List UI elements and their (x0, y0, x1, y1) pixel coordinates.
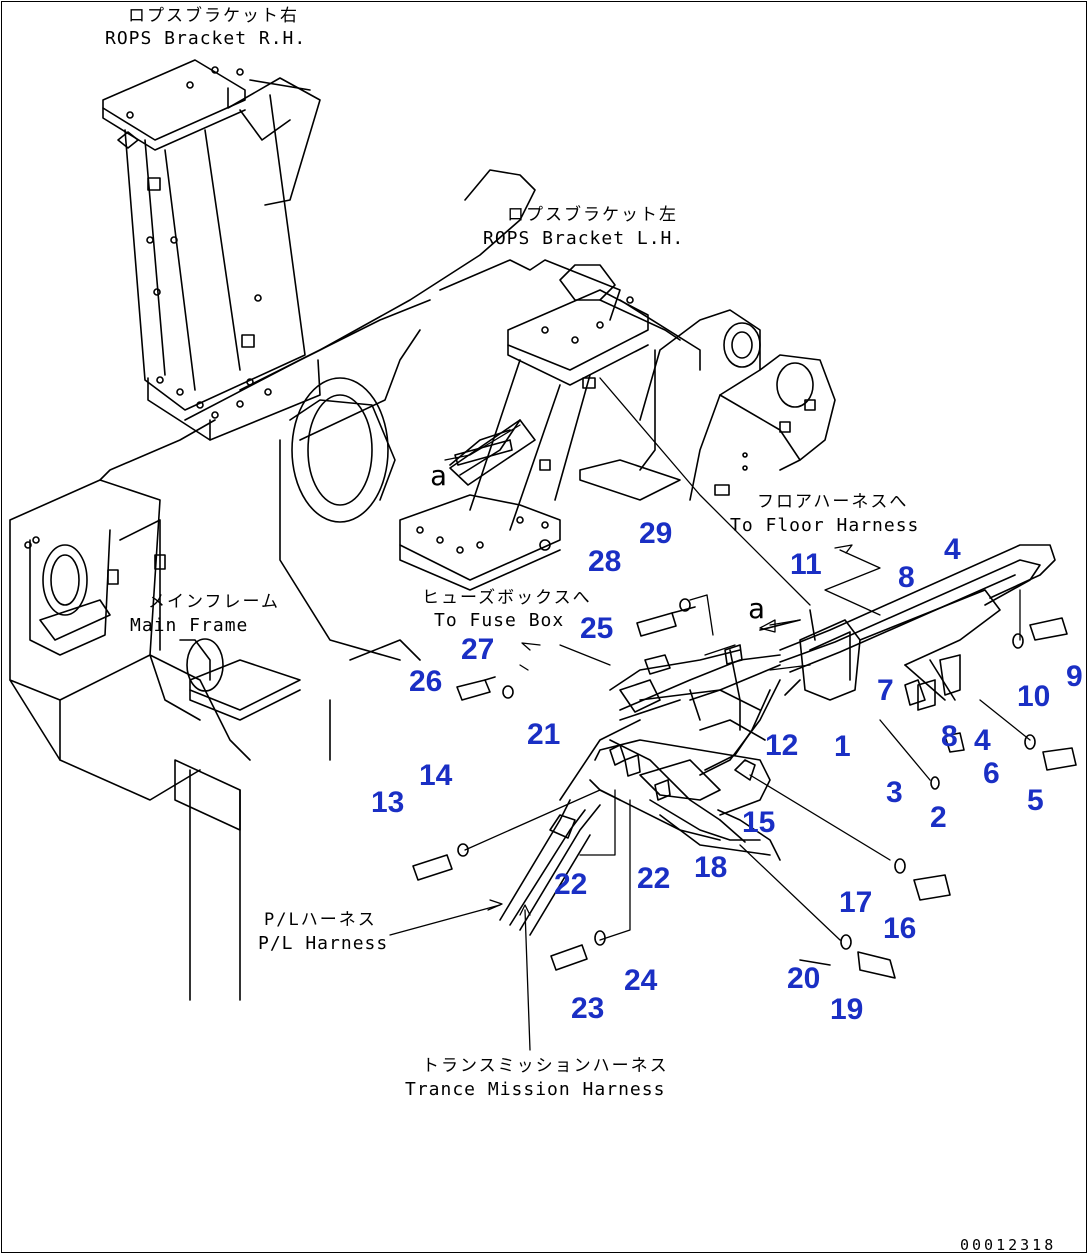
part-callout: 17 (839, 886, 873, 919)
part-callout: 8 (941, 720, 958, 753)
reference-a-label: a (748, 592, 765, 625)
fuse-box-label: To Fuse Box (434, 610, 565, 631)
part-callout: 22 (554, 868, 588, 901)
part-callout: 25 (580, 612, 614, 645)
drawing-code: 00012318 (960, 1236, 1057, 1254)
part-callout: 9 (1066, 660, 1083, 693)
floor-harness-jp-label: フロアハーネスへ (757, 492, 909, 512)
part-callout: 11 (790, 548, 822, 581)
part-callout: 8 (898, 561, 915, 594)
rops-bracket-rh-label: ROPS Bracket R.H. (105, 28, 307, 49)
reference-a-label: a (430, 459, 447, 492)
rops-bracket-lh-jp-label: ロプスブラケット左 (507, 205, 678, 225)
part-callout: 6 (983, 757, 1000, 790)
part-callout: 27 (461, 633, 495, 666)
rops-bracket-lh-label: ROPS Bracket L.H. (483, 228, 685, 249)
main-frame-label: Main Frame (130, 615, 249, 636)
leader-lines (389, 377, 1031, 1051)
floor-harness-label: To Floor Harness (730, 515, 920, 536)
part-callout: 22 (637, 862, 671, 895)
pl-harness-jp-label: P/Lハーネス (264, 910, 377, 930)
rops-bracket-lh-drawing (399, 259, 836, 591)
pl-harness-label: P/L Harness (258, 933, 389, 954)
rops-bracket-rh-drawing (102, 59, 321, 441)
part-callout: 23 (571, 992, 605, 1025)
part-callout: 12 (765, 729, 799, 762)
part-callout: 1 (834, 730, 851, 763)
part-callout: 14 (419, 759, 453, 792)
part-callout: 2 (930, 801, 947, 834)
transmission-harness-label: Trance Mission Harness (405, 1079, 666, 1100)
part-callout: 19 (830, 993, 864, 1026)
part-callout: 13 (371, 786, 405, 819)
part-callout: 4 (974, 724, 991, 757)
part-callout: 26 (409, 665, 443, 698)
part-callout: 21 (527, 718, 561, 751)
part-callout: 15 (742, 806, 776, 839)
part-callout: 20 (787, 962, 821, 995)
part-callout: 4 (944, 533, 961, 566)
part-callout: 16 (883, 912, 917, 945)
fasteners (412, 439, 1077, 979)
fuse-box-jp-label: ヒューズボックスへ (422, 588, 592, 608)
main-frame-jp-label: メインフレーム (148, 592, 280, 612)
part-callout: 10 (1017, 680, 1051, 713)
part-callout: 5 (1027, 784, 1044, 817)
part-callout: 28 (588, 545, 622, 578)
part-callout: 29 (639, 517, 673, 550)
transmission-harness-jp-label: トランスミッションハーネス (422, 1056, 669, 1076)
part-callout: 24 (624, 964, 658, 997)
main-frame-drawing (9, 169, 536, 1001)
part-callout: 7 (877, 674, 894, 707)
part-callout: 3 (886, 776, 903, 809)
part-callout: 18 (694, 851, 728, 884)
rops-bracket-rh-jp-label: ロプスブラケット右 (128, 6, 299, 26)
